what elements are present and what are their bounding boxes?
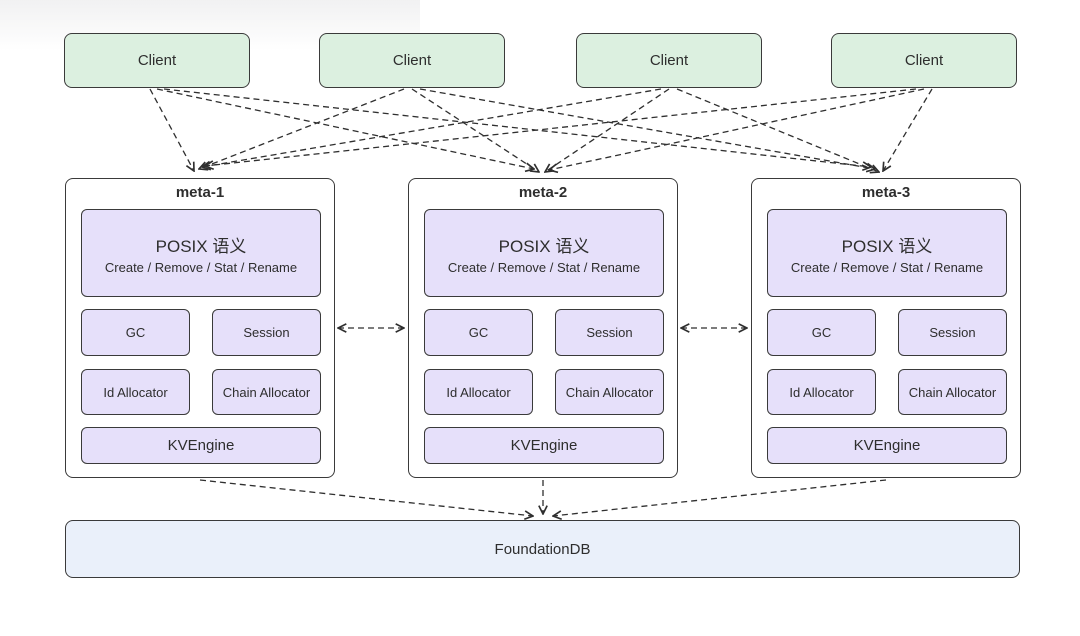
id-allocator-module: Id Allocator [81, 369, 190, 415]
client-label: Client [137, 52, 177, 69]
meta-node-2: meta-2 POSIX 语义 Create / Remove / Stat /… [408, 178, 678, 478]
posix-title: POSIX 语义 [841, 236, 933, 256]
client-label: Client [649, 52, 689, 69]
client-node-4: Client [831, 33, 1017, 88]
connector-client1-meta1 [149, 88, 194, 171]
client-node-2: Client [319, 33, 505, 88]
chain-allocator-module: Chain Allocator [898, 369, 1007, 415]
session-module: Session [212, 309, 321, 356]
posix-operations: Create / Remove / Stat / Rename [104, 259, 298, 275]
kvengine-module: KVEngine [424, 427, 664, 464]
posix-operations: Create / Remove / Stat / Rename [447, 259, 641, 275]
client-label: Client [904, 52, 944, 69]
client-node-1: Client [64, 33, 250, 88]
connector-meta1-fdb [199, 479, 533, 516]
meta-node-3: meta-3 POSIX 语义 Create / Remove / Stat /… [751, 178, 1021, 478]
meta-node-title: meta-3 [861, 184, 911, 201]
kvengine-module: KVEngine [767, 427, 1007, 464]
connector-client2-meta1 [199, 88, 405, 169]
posix-title: POSIX 语义 [498, 236, 590, 256]
connector-client1-meta3 [163, 88, 871, 167]
posix-semantics-box: POSIX 语义 Create / Remove / Stat / Rename [767, 209, 1007, 297]
foundationdb-label: FoundationDB [494, 540, 591, 558]
client-label: Client [392, 52, 432, 69]
connector-client2-meta2 [411, 88, 539, 172]
connector-client2-meta3 [419, 88, 875, 169]
connector-client3-meta2 [545, 88, 670, 172]
connector-client4-meta1 [205, 88, 917, 166]
gc-module: GC [424, 309, 533, 356]
chain-allocator-module: Chain Allocator [212, 369, 321, 415]
connector-client3-meta3 [676, 88, 879, 172]
client-node-3: Client [576, 33, 762, 88]
foundationdb-node: FoundationDB [65, 520, 1020, 578]
meta-node-title: meta-2 [518, 184, 568, 201]
gc-module: GC [767, 309, 876, 356]
kvengine-module: KVEngine [81, 427, 321, 464]
posix-semantics-box: POSIX 语义 Create / Remove / Stat / Rename [424, 209, 664, 297]
chain-allocator-module: Chain Allocator [555, 369, 664, 415]
id-allocator-module: Id Allocator [767, 369, 876, 415]
posix-title: POSIX 语义 [155, 236, 247, 256]
connector-client1-meta2 [156, 88, 534, 169]
gc-module: GC [81, 309, 190, 356]
session-module: Session [898, 309, 1007, 356]
session-module: Session [555, 309, 664, 356]
connector-client4-meta2 [549, 88, 925, 170]
posix-semantics-box: POSIX 语义 Create / Remove / Stat / Rename [81, 209, 321, 297]
posix-operations: Create / Remove / Stat / Rename [790, 259, 984, 275]
connector-client4-meta3 [883, 88, 933, 171]
connector-meta3-fdb [553, 479, 887, 516]
connector-client3-meta1 [202, 88, 662, 167]
id-allocator-module: Id Allocator [424, 369, 533, 415]
meta-node-1: meta-1 POSIX 语义 Create / Remove / Stat /… [65, 178, 335, 478]
meta-node-title: meta-1 [175, 184, 225, 201]
